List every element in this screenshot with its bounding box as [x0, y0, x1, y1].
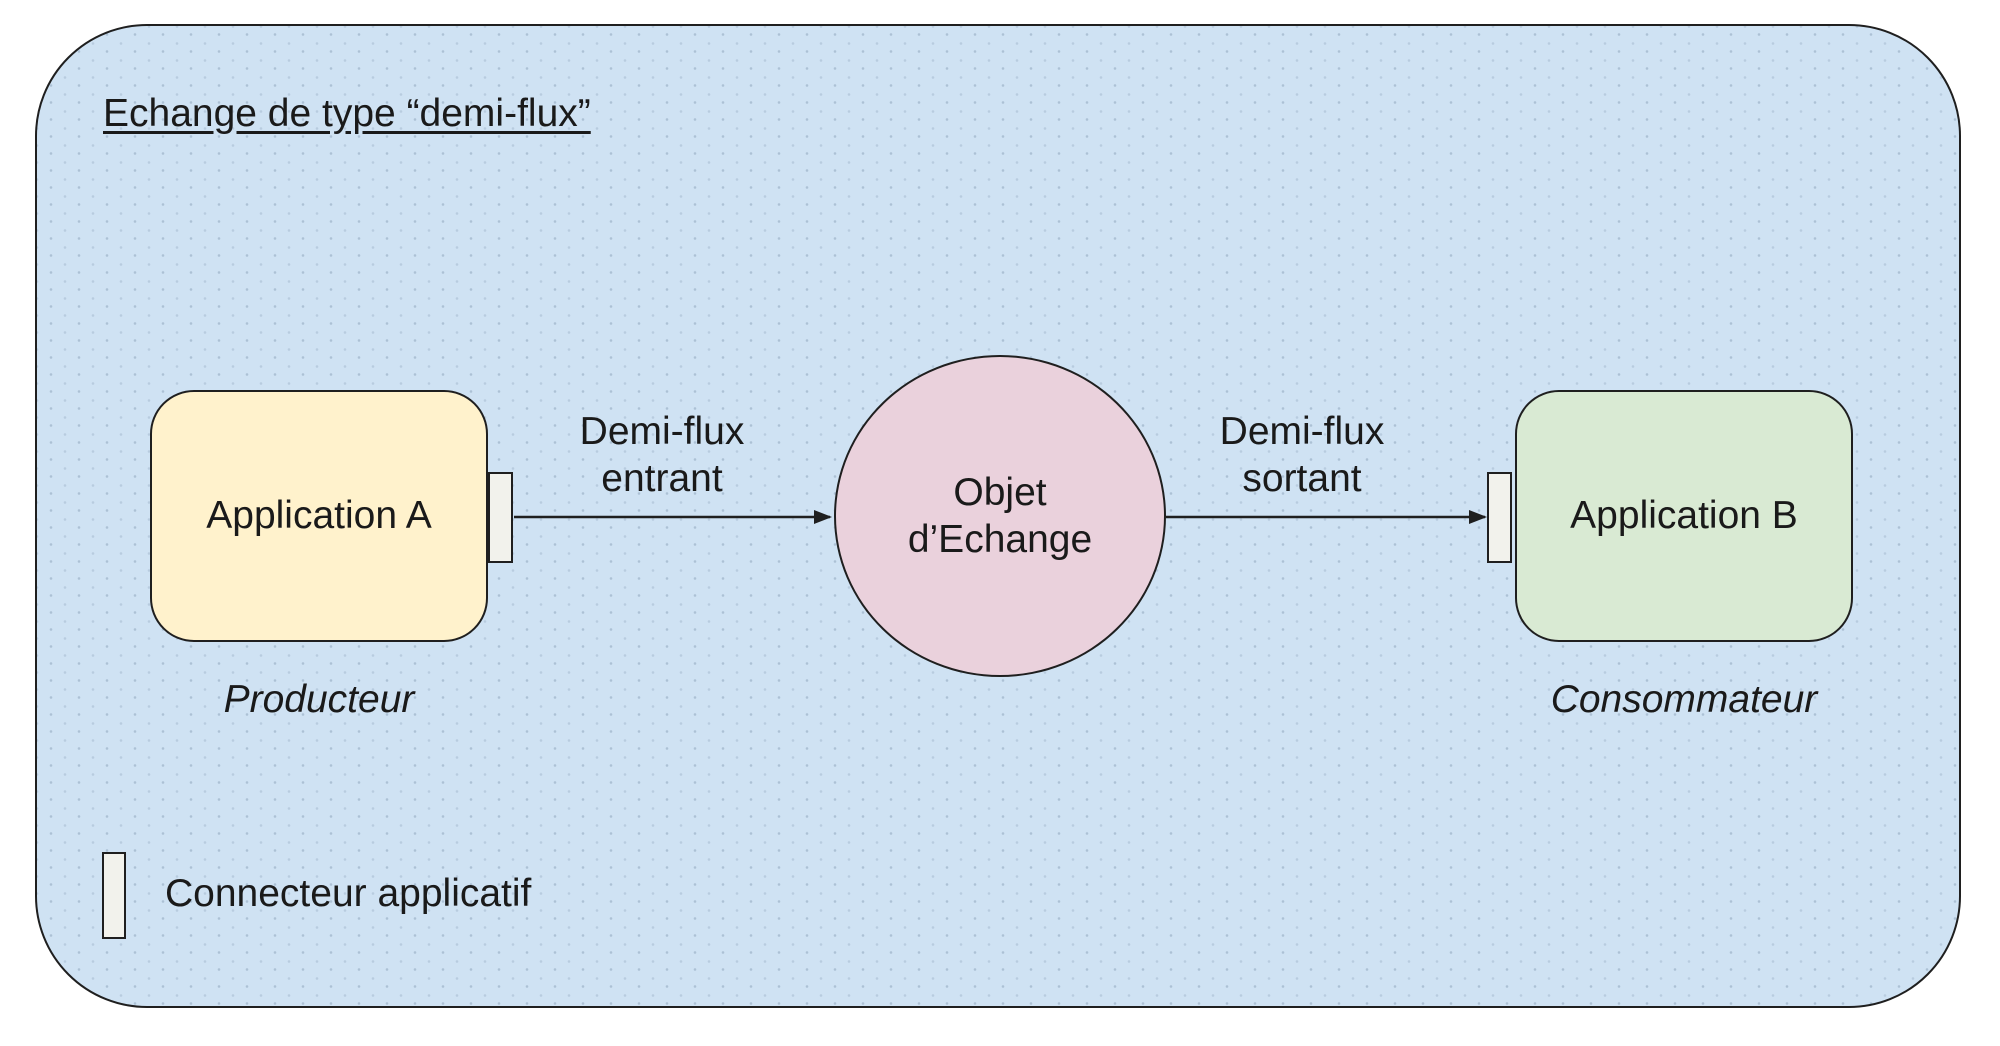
diagram-title: Echange de type “demi-flux”	[103, 92, 591, 135]
role-label-producteur: Producteur	[223, 678, 415, 721]
node-exchange-object: Objet d’Echange	[834, 355, 1166, 677]
node-application-a-label: Application A	[206, 494, 432, 537]
connector-application-a	[488, 472, 513, 563]
legend-connector-swatch	[102, 852, 126, 939]
flow-label-sortant-line1: Demi-flux	[1219, 410, 1385, 453]
node-application-a: Application A	[150, 390, 488, 642]
flow-label-entrant-line2: entrant	[601, 457, 723, 500]
exchange-object-label-line2: d’Echange	[907, 518, 1093, 561]
flow-label-sortant-line2: sortant	[1242, 457, 1362, 500]
node-application-b: Application B	[1515, 390, 1853, 642]
flow-label-entrant-line1: Demi-flux	[579, 410, 745, 453]
flow-label-sortant: Demi-flux sortant	[1142, 408, 1462, 502]
exchange-object-label-line1: Objet	[953, 471, 1047, 514]
role-label-consommateur: Consommateur	[1550, 678, 1818, 721]
legend-connector-label: Connecteur applicatif	[165, 872, 532, 915]
node-application-b-label: Application B	[1570, 494, 1798, 537]
flow-label-entrant: Demi-flux entrant	[502, 408, 822, 502]
connector-application-b	[1487, 472, 1512, 563]
